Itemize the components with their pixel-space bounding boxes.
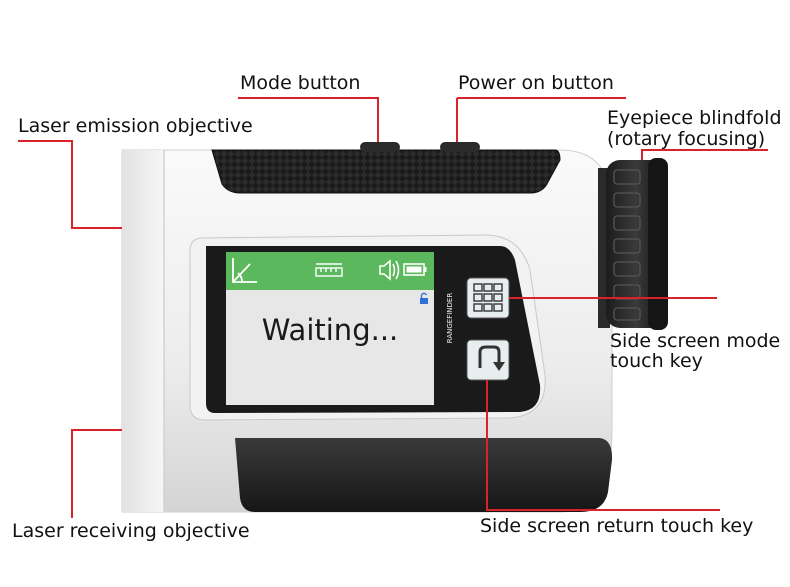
callout-lines — [18, 97, 768, 518]
return-arrowhead — [493, 362, 505, 371]
speaker-icon — [379, 259, 400, 281]
rangefinder-label: RANGEFINDER — [446, 293, 454, 344]
return-icon — [478, 345, 501, 368]
side-mode-touch-key[interactable] — [466, 277, 510, 319]
callout-laser-receiving-line — [71, 429, 122, 518]
angle-icon — [232, 258, 257, 283]
bottom-grip — [235, 438, 613, 512]
label-power-button: Power on button — [458, 72, 614, 94]
label-laser-receiving: Laser receiving objective — [12, 520, 250, 542]
lcd-screen: Waiting... — [226, 252, 434, 405]
side-return-touch-key[interactable] — [466, 339, 510, 381]
grid-icon — [473, 283, 503, 312]
lock-icon — [420, 292, 428, 304]
label-side-return: Side screen return touch key — [480, 515, 754, 537]
callout-eyepiece-line — [641, 149, 768, 160]
label-mode-button: Mode button — [240, 72, 361, 94]
mode-button[interactable] — [360, 142, 400, 152]
callout-side-return-line — [486, 380, 720, 511]
top-grip — [211, 149, 561, 194]
callout-laser-emission-line — [18, 140, 122, 229]
status-bar — [226, 252, 434, 290]
callout-mode-line — [238, 97, 379, 142]
label-side-mode-line1: Side screen mode — [610, 330, 781, 352]
label-eyepiece-line2: (rotary focusing) — [607, 128, 766, 150]
eyepiece-focus-ring[interactable] — [598, 158, 668, 330]
label-laser-emission: Laser emission objective — [18, 115, 253, 137]
ruler-icon — [315, 263, 343, 277]
battery-icon — [403, 263, 427, 276]
power-button[interactable] — [440, 142, 480, 152]
label-eyepiece-line1: Eyepiece blindfold — [607, 107, 782, 129]
label-side-mode-line2: touch key — [610, 350, 703, 372]
screen-message: Waiting... — [262, 313, 399, 347]
